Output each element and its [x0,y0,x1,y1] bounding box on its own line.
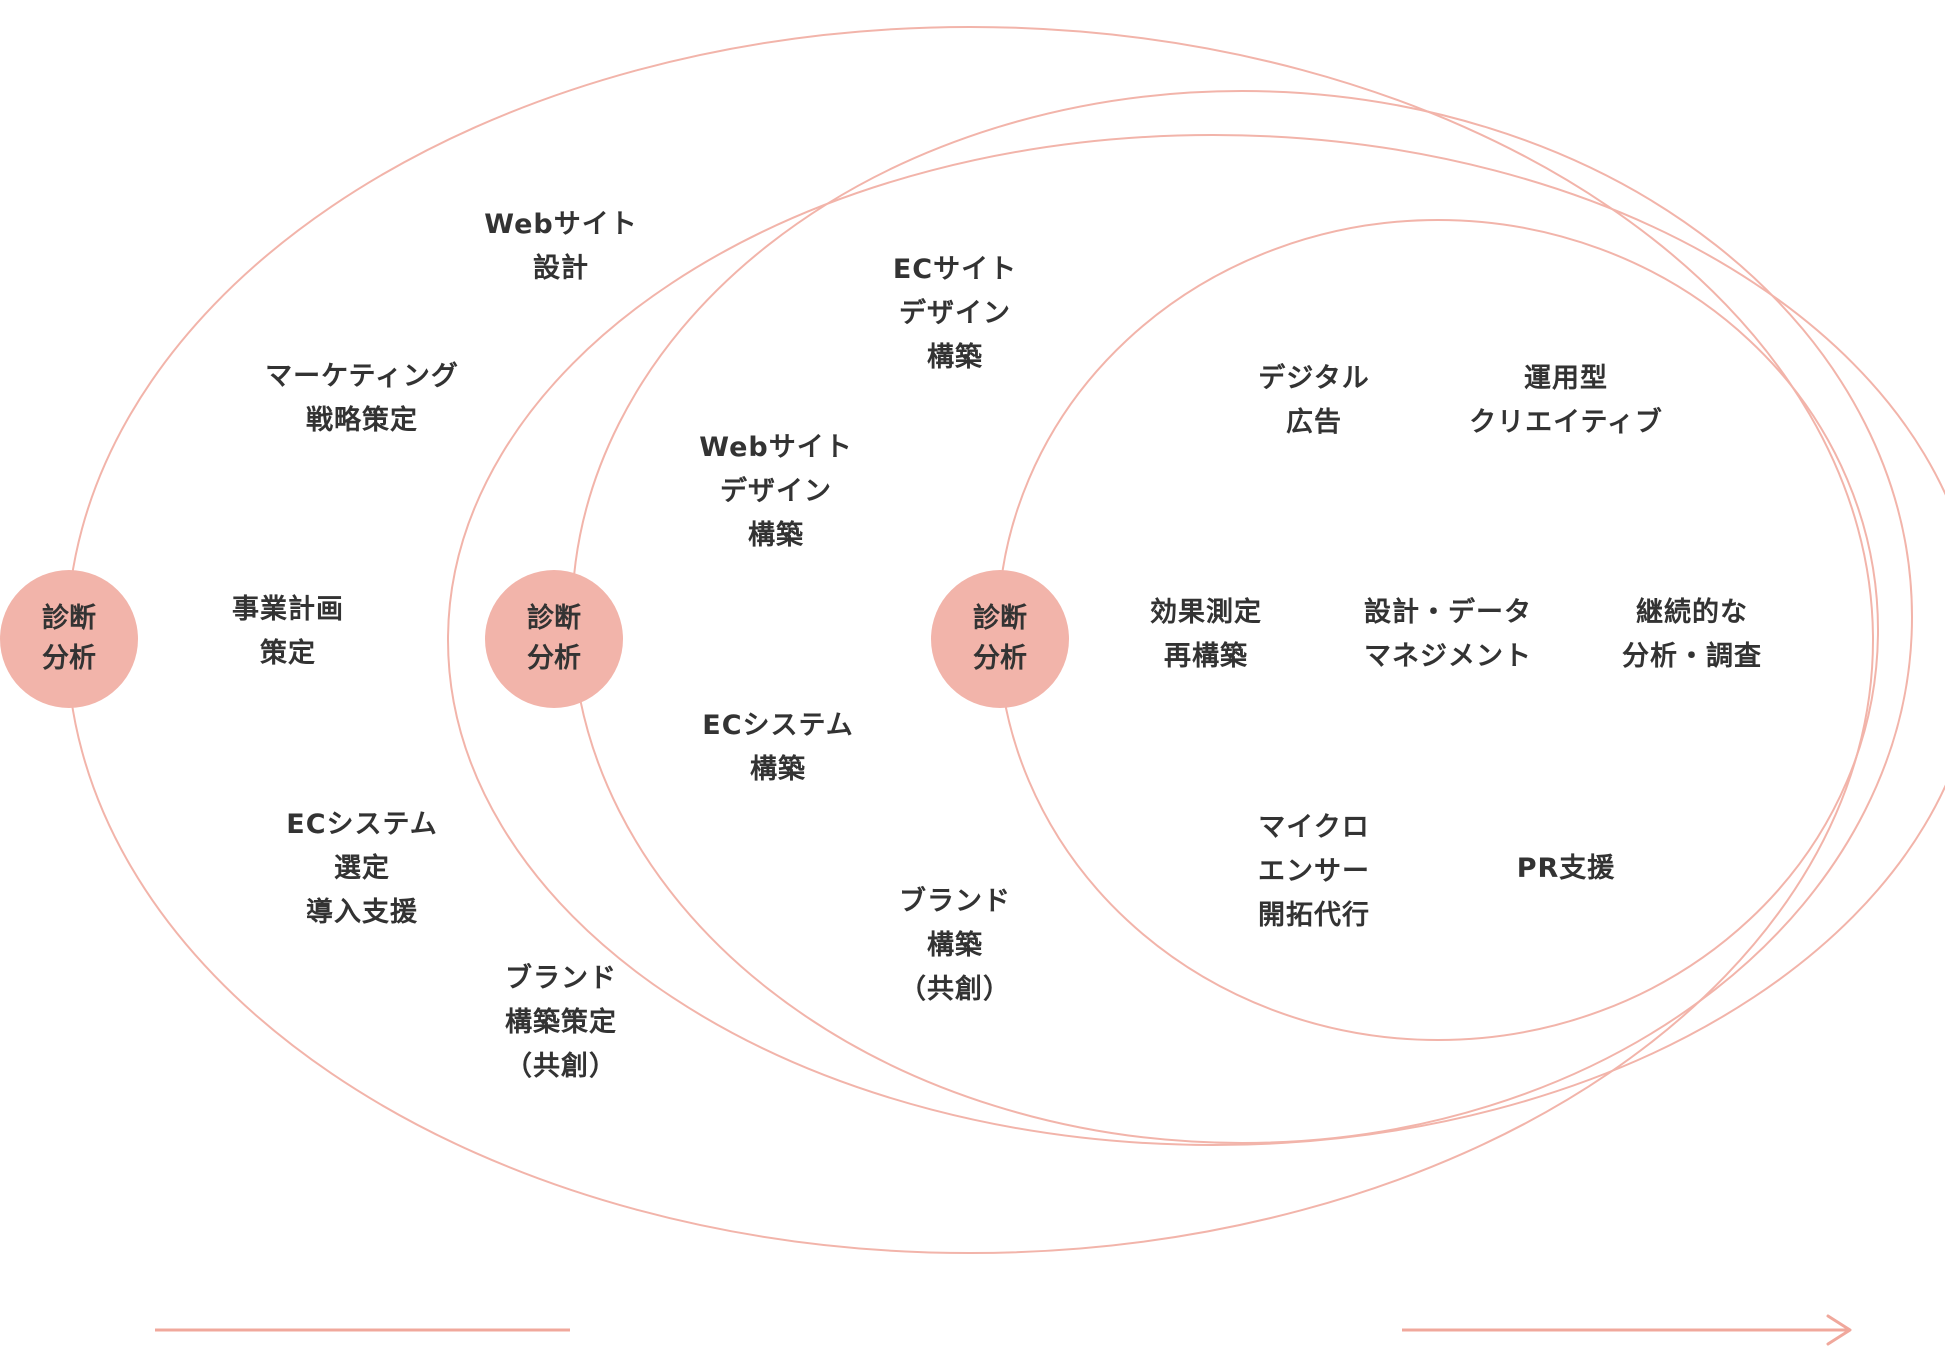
label-line: 事業計画 [232,594,344,625]
label-line: PR支援 [1516,853,1616,884]
label-effect-measurement: 効果測定 再構築 [1150,591,1262,679]
badge-line1: 診断 [973,603,1027,634]
label-ec-site-design: ECサイト デザイン 構築 [893,248,1017,380]
label-line: 構築 [749,754,806,785]
label-line: マネジメント [1364,641,1532,672]
label-line: 構築 [927,930,983,961]
label-line: 分析・調査 [1622,641,1762,672]
diagnosis-badge-outer: 診断 分析 [0,570,138,708]
label-line: デジタル [1258,363,1370,394]
label-line: 設計・データ [1364,597,1532,628]
label-line: 継続的な [1636,597,1748,628]
label-business-plan: 事業計画 策定 [232,588,344,676]
label-line: 構築策定 [505,1007,617,1038]
label-line: ECサイト [892,254,1018,285]
label-pr-support: PR支援 [1517,847,1616,891]
label-line: 効果測定 [1150,597,1262,628]
label-line: デザイン [720,476,832,507]
label-line: 構築 [926,342,983,373]
label-line: 策定 [260,638,316,669]
label-ec-system-selection: ECシステム 選定 導入支援 [286,803,437,935]
label-data-management: 設計・データ マネジメント [1364,591,1532,679]
label-line: 戦略策定 [306,405,418,436]
label-line: 再構築 [1164,641,1248,672]
arrowhead-icon [1826,1314,1852,1346]
label-line: 選定 [333,853,390,884]
diagnosis-badge-middle: 診断 分析 [485,570,623,708]
label-line: 構築 [748,520,804,551]
label-line: （共創） [899,974,1011,1005]
label-digital-ads: デジタル 広告 [1258,357,1369,445]
label-brand-strategy: ブランド 構築策定 （共創） [505,957,617,1089]
label-line: 運用型 [1524,363,1608,394]
label-operational-creative: 運用型 クリエイティブ [1469,357,1663,445]
badge-line2: 分析 [42,643,96,674]
label-line: マイクロ [1258,812,1370,843]
label-line: ECシステム [702,710,854,741]
label-line: Webサイト [699,432,853,463]
label-line: エンサー [1258,856,1370,887]
label-continuous-analysis: 継続的な 分析・調査 [1622,591,1762,679]
label-line: ブランド [505,963,617,994]
label-ec-system-build: ECシステム 構築 [702,704,853,792]
label-marketing-strategy: マーケティング 戦略策定 [265,355,459,443]
label-line: 導入支援 [305,897,418,928]
label-line: クリエイティブ [1469,407,1663,438]
badge-line2: 分析 [527,643,581,674]
label-web-site-build: Webサイト デザイン 構築 [699,426,852,558]
label-line: Webサイト [484,209,638,240]
label-line: 広告 [1286,407,1342,438]
label-web-site-design: Webサイト 設計 [484,203,637,291]
label-line: 開拓代行 [1258,900,1370,931]
label-micro-influencer: マイクロ エンサー 開拓代行 [1258,806,1370,938]
label-line: ブランド [899,886,1011,917]
badge-line2: 分析 [973,643,1027,674]
badge-line1: 診断 [42,603,96,634]
diagnosis-badge-inner: 診断 分析 [931,570,1069,708]
label-line: 設計 [533,253,589,284]
badge-line1: 診断 [527,603,581,634]
label-line: マーケティング [265,361,459,392]
label-brand-build: ブランド 構築 （共創） [899,880,1011,1012]
label-line: デザイン [898,298,1011,329]
label-line: （共創） [505,1051,617,1082]
middle-ring [447,134,1945,1146]
label-line: ECシステム [286,809,438,840]
